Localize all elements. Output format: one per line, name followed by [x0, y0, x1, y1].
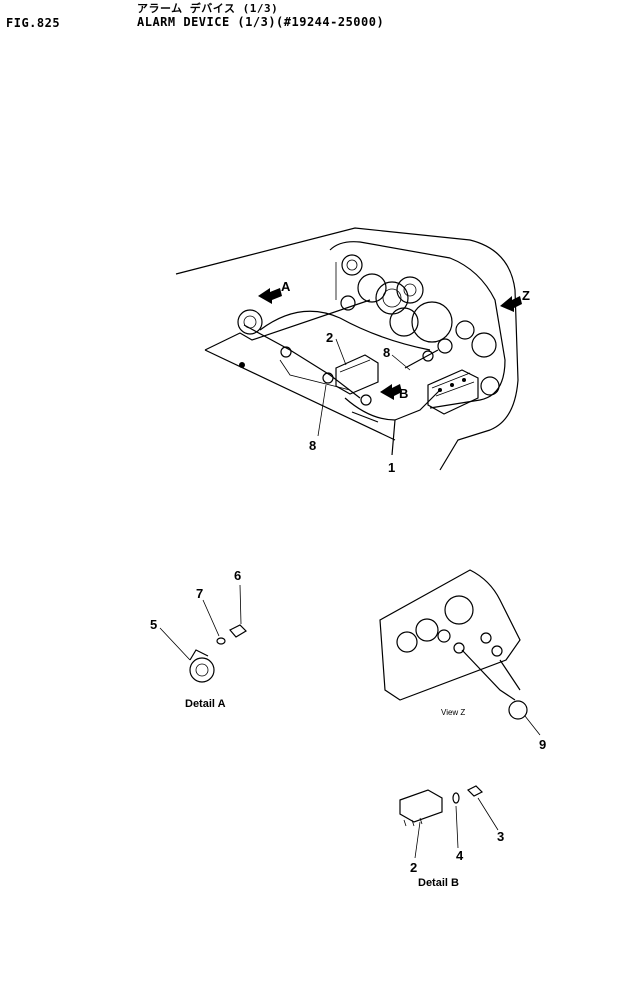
view-arrow-z: [500, 296, 522, 312]
view-arrow-b: [380, 384, 402, 400]
detail-b-drawing: [399, 785, 499, 859]
callout-part-2-detail: 2: [410, 860, 417, 875]
callout-part-8-lower: 8: [309, 438, 316, 453]
callout-part-2-main: 2: [326, 330, 333, 345]
title-japanese: アラーム デバイス (1/3): [137, 2, 279, 15]
arrow-label-z: Z: [522, 288, 530, 303]
title-english: ALARM DEVICE (1/3)(#19244-25000): [137, 15, 385, 29]
view-arrow-a: [258, 288, 282, 304]
caption-view-z: View Z: [441, 708, 465, 717]
callout-part-6: 6: [234, 568, 241, 583]
callout-part-5: 5: [150, 617, 157, 632]
callout-part-8-upper: 8: [383, 345, 390, 360]
caption-detail-a: Detail A: [185, 698, 226, 710]
caption-detail-b: Detail B: [418, 877, 459, 889]
callout-part-1: 1: [388, 460, 395, 475]
callout-part-3: 3: [497, 829, 504, 844]
callout-part-9: 9: [539, 737, 546, 752]
detail-a-drawing: [159, 584, 247, 683]
dashboard-assembly: [175, 227, 519, 471]
figure-number: FIG.825: [6, 16, 61, 30]
callout-part-7: 7: [196, 586, 203, 601]
arrow-label-b: B: [399, 386, 408, 401]
callout-part-4: 4: [456, 848, 464, 863]
view-z-drawing: [379, 569, 541, 736]
arrow-label-a: A: [281, 279, 291, 294]
